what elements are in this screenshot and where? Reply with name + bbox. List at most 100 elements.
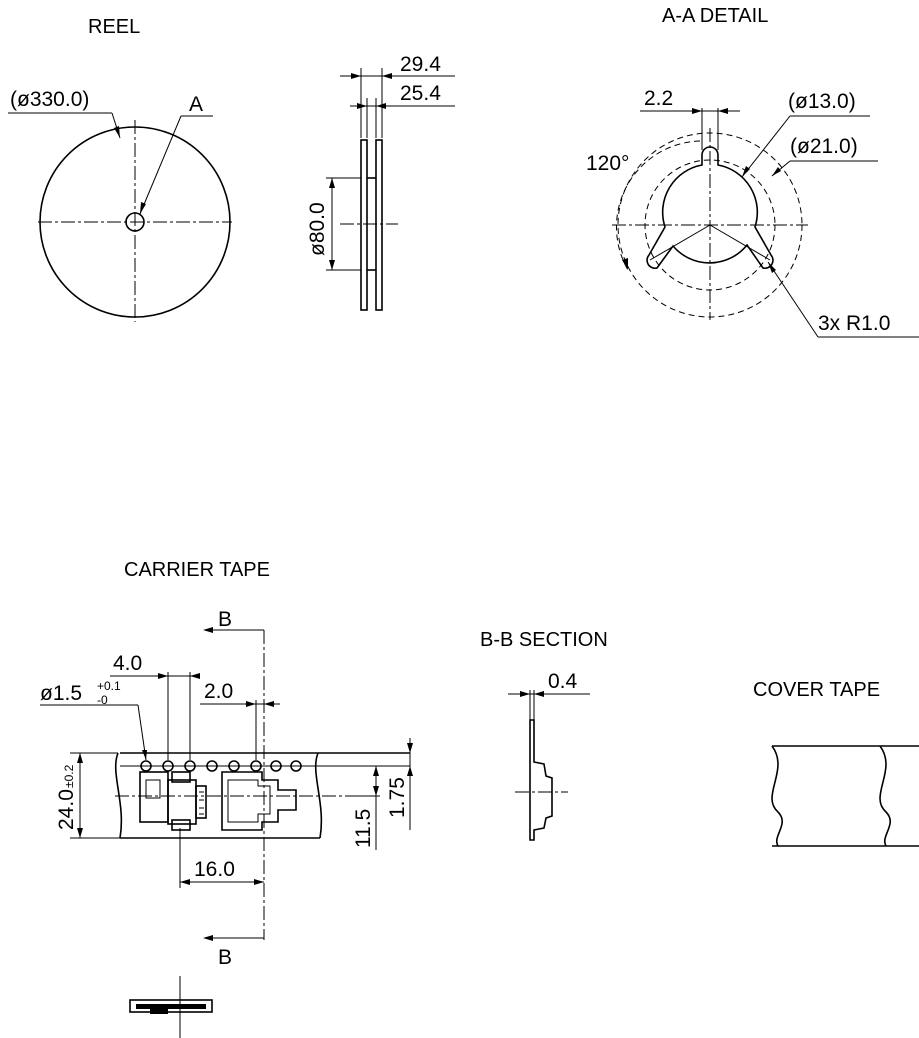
- detail-marker-leader: [139, 115, 182, 215]
- component-bottom-tab: [171, 819, 191, 831]
- dim-29-4-arrow-left: [351, 73, 361, 79]
- side-view-outline: [129, 999, 213, 1013]
- carrier-pitch-label: 4.0: [113, 652, 142, 675]
- sprocket-holes: [140, 760, 302, 772]
- pocket-left-inner: [145, 779, 161, 799]
- title-carrier-tape: CARRIER TAPE: [124, 559, 270, 581]
- dim-pitch-arrow-right: [190, 673, 200, 679]
- carrier-hole-offset-label: 2.0: [204, 680, 233, 703]
- dim-25-4-arrow-left: [357, 103, 367, 109]
- radius-arrow: [768, 262, 776, 273]
- section-cut-top-arrow: [203, 627, 213, 633]
- carrier-tape-view: B B 4.0 ø1.5 +0.1 -0 2.0 24.0 ±0.2: [40, 608, 413, 1038]
- sprocket-hole: [184, 760, 196, 772]
- carrier-center-line-label: 11.5: [352, 809, 375, 848]
- dim-cavity-arrow-left: [180, 879, 190, 885]
- hole-dia-arrow: [142, 750, 147, 760]
- dim-thickness-arrow-right: [534, 691, 544, 697]
- cover-tape-left-break: [771, 745, 784, 847]
- component-pocket-right: [221, 771, 297, 831]
- reel-right-flange: [375, 139, 383, 311]
- detail-radius-label: 3x R1.0: [818, 312, 890, 335]
- reel-width-outer-label: 29.4: [400, 53, 441, 76]
- reel-side-view: 29.4 25.4 ø80.0: [306, 53, 455, 311]
- dim-slot-arrow-right: [718, 108, 728, 114]
- reel-width-inner-label: 25.4: [400, 82, 441, 105]
- tape-right-break: [314, 752, 323, 839]
- side-view-pocket: [150, 1009, 168, 1014]
- component-top-tab: [171, 771, 191, 783]
- reel-diameter-label: (ø330.0): [10, 88, 89, 111]
- detail-slot-width-label: 2.2: [644, 87, 673, 110]
- sprocket-hole: [162, 760, 174, 772]
- carrier-tape-width-tol: ±0.2: [62, 764, 76, 788]
- dim-29-4-arrow-right: [382, 73, 392, 79]
- bb-section-view: 0.4: [508, 670, 590, 841]
- title-detail: A-A DETAIL: [662, 5, 768, 27]
- dim-pitch-arrow-left: [158, 673, 168, 679]
- sprocket-hole: [206, 760, 218, 772]
- section-thickness-label: 0.4: [548, 670, 578, 693]
- sprocket-hole: [290, 760, 302, 772]
- carrier-hole-diameter-label: ø1.5: [40, 682, 82, 705]
- detail-marker-label: A: [189, 93, 203, 116]
- dim-center-arrow-bottom: [373, 786, 379, 796]
- detail-inner-diameter-label: (ø13.0): [788, 90, 856, 113]
- slot-axis-right: [709, 224, 771, 261]
- cover-tape-right-break: [879, 745, 892, 847]
- component-body: [167, 779, 197, 825]
- carrier-hole-tol-minus: -0: [97, 693, 108, 707]
- detail-hub-shape: [646, 146, 774, 270]
- aa-detail-view: 2.2 120° (ø13.0) (ø21.0) 3x R1.0: [586, 87, 919, 338]
- outer-dia-arrow: [772, 167, 781, 176]
- dim-hole-edge-arrow-top: [407, 743, 413, 753]
- angle-arc: [615, 140, 701, 271]
- detail-angle-label: 120°: [586, 152, 629, 175]
- sprocket-hole: [250, 760, 262, 772]
- component-pocket-right-inner: [227, 779, 271, 823]
- sprocket-hole: [228, 760, 240, 772]
- diameter-leader-arrow: [114, 126, 120, 138]
- detail-outer-diameter-label: (ø21.0): [790, 135, 858, 158]
- tape-side-view: [129, 976, 213, 1038]
- inner-dia-arrow: [742, 166, 750, 177]
- title-reel: REEL: [88, 16, 140, 38]
- dim-25-4-arrow-right: [376, 103, 386, 109]
- dim-offset-arrow-left: [246, 701, 256, 707]
- dim-thickness-arrow-left: [520, 691, 530, 697]
- carrier-cavity-pitch-label: 16.0: [194, 858, 235, 881]
- dim-width-arrow-bottom: [77, 828, 83, 838]
- title-bb-section: B-B SECTION: [480, 629, 608, 651]
- slot-axis-left: [649, 224, 711, 261]
- dim-hub-arrow-top: [329, 178, 335, 188]
- reel-front-view: (ø330.0) A: [8, 88, 232, 322]
- reel-left-flange: [360, 139, 368, 311]
- component-pocket-left: [139, 771, 207, 831]
- cover-tape-view: [771, 745, 919, 847]
- tape-left-break: [114, 752, 123, 839]
- dim-width-arrow-top: [77, 753, 83, 763]
- title-cover-tape: COVER TAPE: [753, 679, 880, 701]
- sprocket-hole: [140, 760, 152, 772]
- dim-slot-arrow-left: [692, 108, 702, 114]
- sprocket-hole: [270, 760, 282, 772]
- section-marker-top: B: [218, 608, 232, 631]
- inner-dia-leader: [741, 115, 791, 178]
- section-marker-bottom: B: [218, 946, 232, 969]
- section-profile: [529, 719, 553, 841]
- dim-hole-edge-arrow-bottom: [407, 766, 413, 776]
- detail-marker-arrow: [140, 202, 146, 214]
- component-pins: [195, 785, 207, 819]
- dim-offset-arrow-right: [264, 701, 274, 707]
- dim-cavity-arrow-right: [254, 879, 264, 885]
- reel-hub-diameter-label: ø80.0: [306, 202, 329, 256]
- carrier-hole-edge-label: 1.75: [386, 777, 409, 818]
- angle-arc-arrow: [622, 258, 628, 270]
- carrier-hole-tol-plus: +0.1: [97, 679, 121, 693]
- dim-center-arrow-top: [373, 766, 379, 776]
- side-view-fill: [136, 1004, 206, 1009]
- dim-hub-arrow-bottom: [329, 260, 335, 270]
- section-cut-bottom-arrow: [203, 935, 213, 941]
- carrier-tape-width-label: 24.0: [55, 789, 78, 830]
